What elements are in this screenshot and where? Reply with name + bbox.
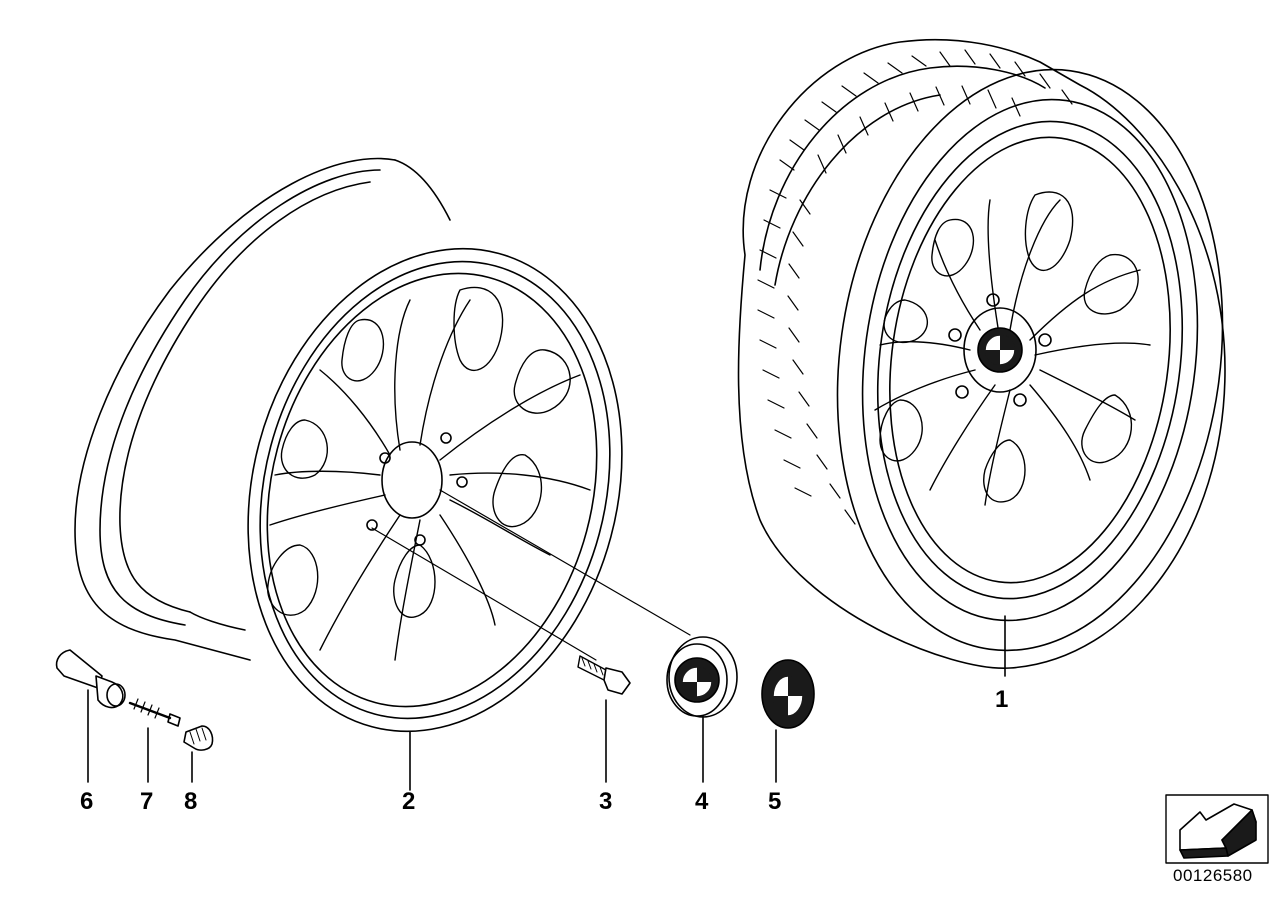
callout-8[interactable]: 8 xyxy=(184,788,198,815)
valve xyxy=(55,649,126,783)
valve-cap xyxy=(183,725,214,783)
wheel-bolt xyxy=(577,655,631,783)
callout-6[interactable]: 6 xyxy=(80,788,94,815)
diagram-id: 00126580 xyxy=(1173,866,1253,885)
callout-3[interactable]: 3 xyxy=(599,788,613,815)
tire-outline xyxy=(737,38,1226,669)
tire-sidewall xyxy=(836,68,1224,652)
rim-lip xyxy=(876,120,1184,600)
callout-4[interactable]: 4 xyxy=(695,788,709,815)
rim-face-outer xyxy=(247,247,623,733)
assembly-lines xyxy=(371,489,691,661)
rim xyxy=(74,157,623,791)
callout-1[interactable]: 1 xyxy=(995,686,1009,713)
arrow-down-left-icon xyxy=(1165,794,1269,864)
valve-insert xyxy=(128,698,181,783)
emblem xyxy=(761,659,815,783)
hub-cap xyxy=(666,636,738,783)
complete-wheel xyxy=(737,38,1226,677)
callout-7[interactable]: 7 xyxy=(140,788,154,815)
callout-5[interactable]: 5 xyxy=(768,788,782,815)
callout-2[interactable]: 2 xyxy=(402,788,416,815)
rim-barrel xyxy=(74,157,396,661)
